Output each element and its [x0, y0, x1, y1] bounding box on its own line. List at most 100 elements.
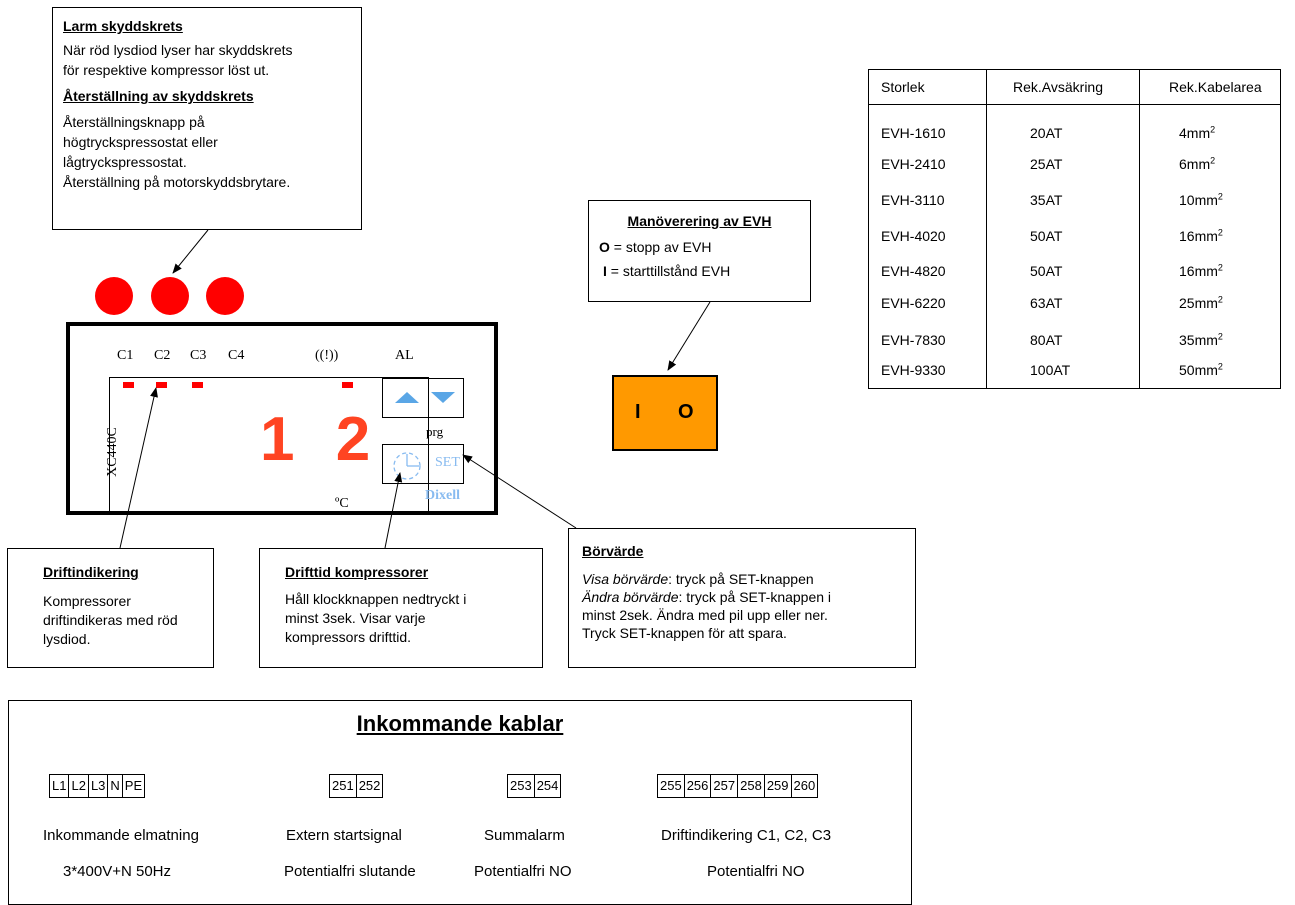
setpoint-box: Börvärde Visa börvärde: tryck på SET-kna…	[568, 528, 916, 668]
table-cell: 50AT	[1030, 263, 1063, 279]
runtime-title: Drifttid kompressorer	[285, 564, 429, 580]
fuse-table: Storlek Rek.Avsäkring Rek.Kabelarea EVH-…	[868, 69, 1281, 389]
evh-stop-line: O = stopp av EVH	[599, 239, 712, 255]
cable-spec: Potentialfri NO	[707, 863, 805, 880]
alarm-text-line: När röd lysdiod lyser har skyddskrets	[63, 42, 293, 58]
indicator-c1	[123, 382, 134, 388]
table-cell: 25AT	[1030, 156, 1063, 172]
terminal: L2	[69, 775, 89, 797]
terminal: 260	[793, 778, 816, 793]
table-cell: 6mm2	[1179, 155, 1216, 172]
cable-desc: Driftindikering C1, C2, C3	[661, 827, 832, 844]
drift-indication-box: Driftindikering Kompressorer driftindike…	[7, 548, 214, 668]
incoming-cables-box: Inkommande kablar L1 L2 L3 N PE 251 252 …	[8, 700, 912, 905]
cable-desc: Extern startsignal	[286, 827, 402, 844]
table-cell: 35mm2	[1179, 331, 1223, 348]
display-area	[109, 377, 429, 514]
runtime-text-line: kompressors drifttid.	[285, 629, 412, 645]
table-cell: 50AT	[1030, 228, 1063, 244]
alarm-info-box: Larm skyddskrets När röd lysdiod lyser h…	[52, 7, 362, 230]
table-cell: EVH-4020	[881, 228, 946, 244]
runtime-box: Drifttid kompressorer Håll klockknappen …	[259, 548, 543, 668]
channel-label-c3: C3	[190, 348, 207, 363]
evh-title: Manöverering av EVH	[627, 213, 772, 229]
terminal: 255	[658, 775, 685, 797]
table-header: Rek.Kabelarea	[1169, 79, 1262, 95]
down-arrow-icon	[431, 392, 455, 403]
table-cell: 100AT	[1030, 362, 1071, 378]
evh-start-line: I = starttillstånd EVH	[603, 263, 731, 279]
table-cell: EVH-6220	[881, 295, 946, 311]
table-cell: 80AT	[1030, 332, 1063, 348]
set-label: SET	[435, 455, 460, 470]
main-switch[interactable]: I O	[612, 375, 718, 451]
reset-text-line: lågtryckspressostat.	[63, 154, 187, 170]
cable-desc: Summalarm	[484, 827, 565, 844]
clock-icon	[393, 452, 421, 480]
table-cell: 25mm2	[1179, 294, 1223, 311]
channel-label-c1: C1	[117, 348, 134, 363]
alarm-symbol: ((!))	[315, 348, 339, 363]
indicator-c3	[192, 382, 203, 388]
reset-text-line: högtryckspressostat eller	[63, 134, 218, 150]
setpoint-leader-arrow	[462, 454, 577, 529]
channel-label-c4: C4	[228, 348, 245, 363]
unit-label: ºC	[335, 496, 349, 511]
cables-title: Inkommande kablar	[356, 711, 564, 736]
indicator-alarm	[342, 382, 353, 388]
terminal: L3	[89, 775, 109, 797]
table-cell: 20AT	[1030, 125, 1063, 141]
arrow-buttons[interactable]	[382, 378, 464, 418]
alarm-title: Larm skyddskrets	[63, 18, 183, 34]
terminal-block-power: L1 L2 L3 N PE	[49, 774, 146, 798]
cable-spec: Potentialfri NO	[474, 863, 572, 880]
runtime-text-line: minst 3sek. Visar varje	[285, 610, 426, 626]
runtime-text-line: Håll klockknappen nedtryckt i	[285, 591, 467, 607]
table-cell: 16mm2	[1179, 227, 1223, 244]
cable-desc: Inkommande elmatning	[43, 827, 199, 844]
table-cell: 10mm2	[1179, 191, 1223, 208]
drift-text-line: lysdiod.	[43, 631, 91, 647]
reset-text-line: Återställning på motorskyddsbrytare.	[63, 174, 291, 190]
table-header: Rek.Avsäkring	[1013, 79, 1104, 95]
drift-text-line: driftindikeras med röd	[43, 612, 178, 628]
terminal: 259	[765, 775, 792, 797]
display-value: 1 2	[260, 405, 383, 474]
drift-title: Driftindikering	[43, 564, 139, 580]
switch-off-label: O	[678, 401, 694, 423]
evh-leader-arrow	[667, 301, 711, 371]
set-button[interactable]: SET	[382, 444, 464, 484]
reset-text-line: Återställningsknapp på	[63, 114, 205, 130]
terminal: 253	[508, 775, 535, 797]
indicator-c2	[156, 382, 167, 388]
switch-on-label: I	[635, 401, 641, 423]
alarm-led-2	[151, 277, 189, 315]
terminal-block-drift: 255 256 257 258 259 260	[657, 774, 819, 798]
up-down-arrows-icon	[395, 392, 455, 403]
table-cell: 35AT	[1030, 192, 1063, 208]
table-cell: EVH-4820	[881, 263, 946, 279]
terminal: 258	[738, 775, 765, 797]
runtime-leader-arrow	[384, 472, 403, 549]
table-cell: 50mm2	[1179, 361, 1223, 378]
terminal: L1	[50, 775, 70, 797]
terminal: 251	[330, 775, 357, 797]
xc440c-controller: C1 C2 C3 C4 ((!)) XC440C 1 2 ºC AL prg S…	[66, 322, 498, 515]
terminal-block-start: 251 252	[329, 774, 384, 798]
drift-text-line: Kompressorer	[43, 593, 131, 609]
setpoint-text-line: Visa börvärde: tryck på SET-knappen	[582, 571, 814, 587]
reset-title: Återställning av skyddskrets	[63, 88, 254, 104]
setpoint-title: Börvärde	[582, 543, 644, 559]
drift-leader-arrow	[119, 387, 158, 549]
terminal: 256	[685, 775, 712, 797]
table-cell: EVH-1610	[881, 125, 946, 141]
terminal-block-alarm: 253 254	[507, 774, 562, 798]
setpoint-text-line: Tryck SET-knappen för att spara.	[582, 625, 787, 641]
table-cell: 16mm2	[1179, 262, 1223, 279]
brand-logo: Dixell	[425, 488, 460, 503]
alarm-text-line: för respektive kompressor löst ut.	[63, 62, 270, 78]
cable-spec: 3*400V+N 50Hz	[63, 863, 171, 880]
alarm-leader-arrow	[172, 229, 209, 274]
setpoint-text-line: minst 2sek. Ändra med pil upp eller ner.	[582, 607, 828, 623]
